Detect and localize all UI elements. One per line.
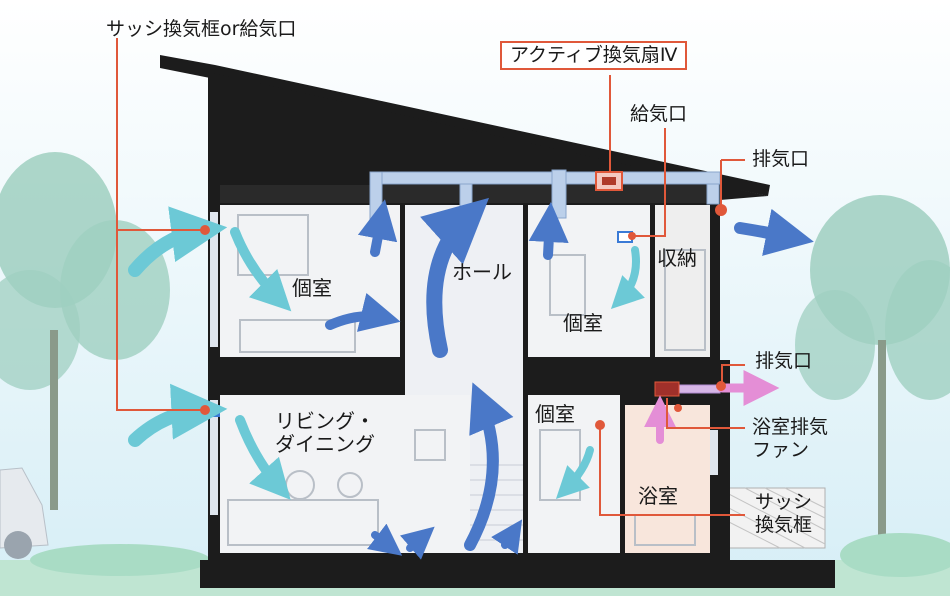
room-label-bathroom: 浴室	[638, 484, 678, 508]
label-sash-or-supply: サッシ換気框or給気口	[106, 18, 297, 40]
room-label-hall: ホール	[452, 260, 512, 284]
room-label-living-dining: リビング・ ダイニング	[275, 409, 375, 456]
furniture-hints	[227, 214, 706, 546]
airflow-house	[325, 197, 814, 560]
bath-fan-unit	[654, 381, 680, 397]
window-upper	[210, 212, 218, 347]
label-exhaust-mid: 排気口	[755, 350, 813, 372]
label-supply-port: 給気口	[630, 103, 688, 125]
car	[0, 467, 49, 559]
room-label-private-lower: 個室	[535, 402, 575, 426]
label-active-fan: アクティブ換気扇Ⅳ	[500, 41, 688, 70]
room-label-private-upper-right: 個室	[563, 311, 603, 335]
room-storage	[655, 205, 710, 357]
airflow-bath	[644, 370, 780, 444]
room-label-storage: 収納	[657, 246, 697, 270]
leader-dots	[200, 204, 727, 430]
garden-fence	[724, 487, 826, 549]
label-bath-fan: 浴室排気 ファン	[752, 416, 829, 461]
leader-lines	[116, 38, 745, 516]
label-sash-frame: サッシ 換気框	[755, 491, 813, 536]
duct-system	[369, 169, 721, 394]
window-bath	[710, 430, 718, 475]
room-hall-stair	[405, 355, 523, 395]
window-lower	[210, 400, 218, 515]
room-label-private-upper-left: 個室	[292, 276, 332, 300]
label-exhaust-top: 排気口	[752, 148, 810, 170]
tree-right	[795, 195, 950, 540]
airflow-incoming	[128, 206, 645, 500]
